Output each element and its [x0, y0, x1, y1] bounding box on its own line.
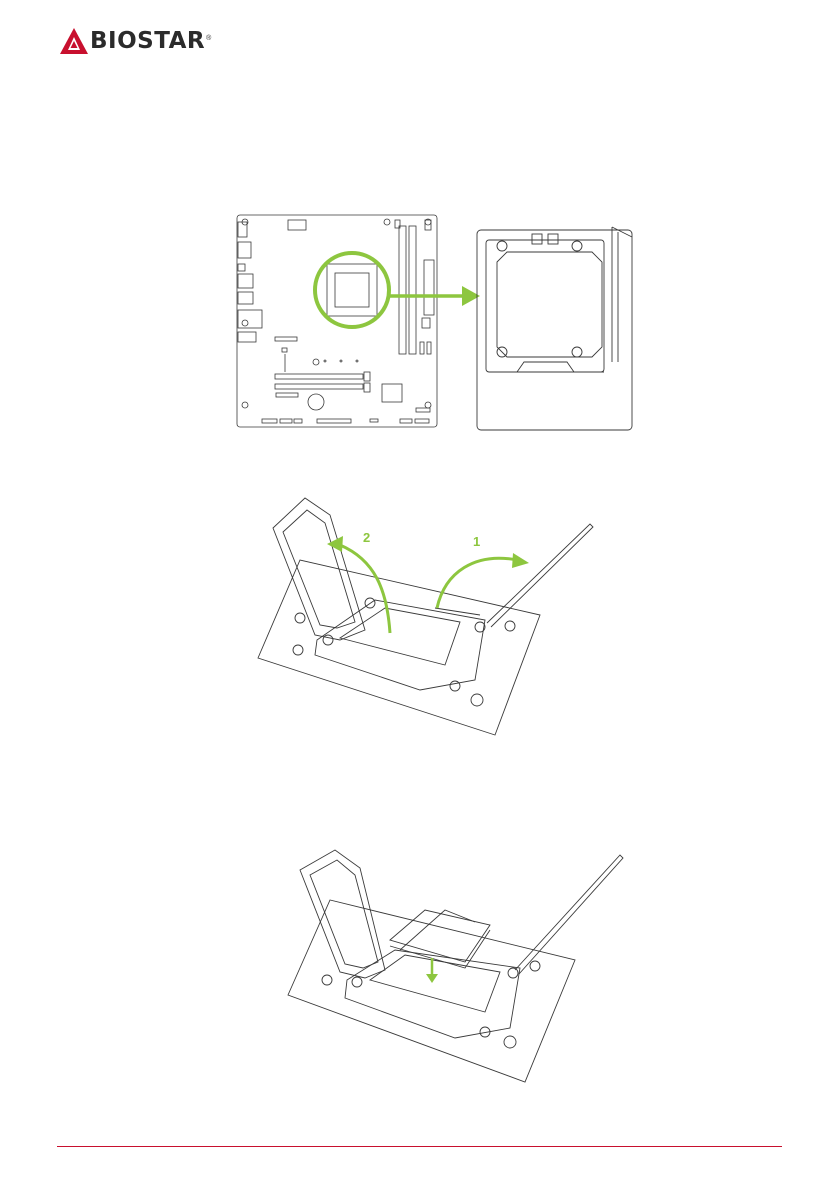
biostar-logo: BIOSTAR ®	[60, 28, 211, 54]
cpu-insert-down-arrow	[285, 850, 630, 1085]
open-socket-figure: 2 1	[255, 490, 600, 740]
footer-divider	[57, 1146, 782, 1147]
socket-lever-open-arrows: 2 1	[255, 490, 600, 740]
insert-cpu-figure	[285, 850, 630, 1085]
step-label-2: 2	[363, 530, 370, 545]
motherboard-diagram	[232, 212, 634, 432]
registered-mark: ®	[206, 35, 211, 42]
socket-location-figure	[232, 212, 634, 432]
step-label-1: 1	[473, 534, 480, 549]
biostar-a-mark-icon	[60, 28, 88, 54]
brand-name: BIOSTAR	[90, 28, 205, 54]
